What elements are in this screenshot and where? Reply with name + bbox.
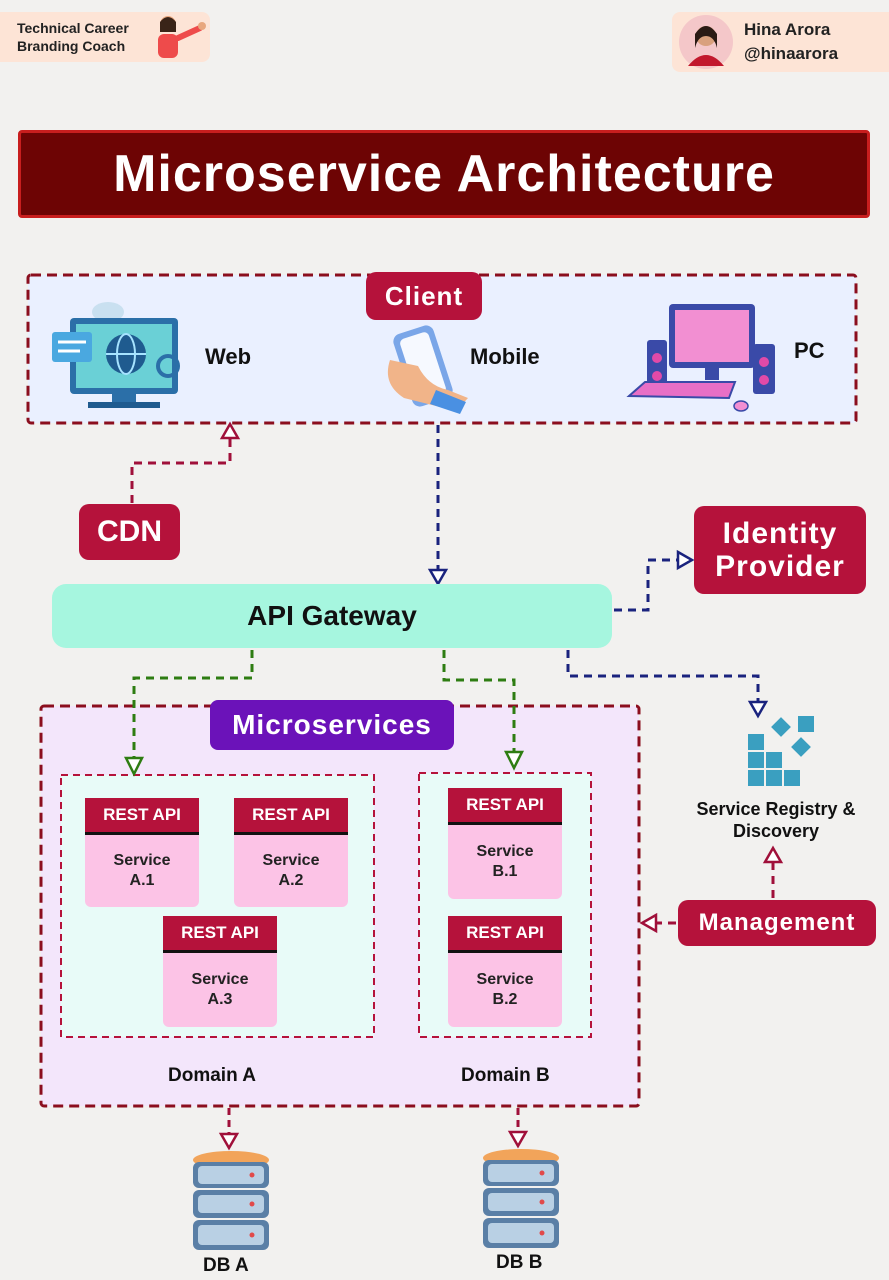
rest-api-label: REST API [448,916,562,953]
service-name: Service [262,852,320,869]
api-gateway-block: API Gateway [52,584,612,648]
gateway-to-domain-a-arrow [132,650,254,758]
domain-b-label: Domain B [461,1065,550,1086]
client-label: Client [366,272,482,320]
service-id: B.2 [492,991,518,1008]
pc-label: PC [794,338,825,363]
identity-provider-block: Identity Provider [694,506,866,594]
service-name: Service [113,852,171,869]
coach-badge: Technical Career Branding Coach [0,12,210,62]
db-a-label: DB A [203,1255,249,1276]
author-badge: Hina Arora @hinaarora [672,12,889,72]
title-banner: Microservice Architecture [18,130,870,218]
service-id: A.1 [129,872,155,889]
author-handle: @hinaarora [744,44,839,63]
registry-blocks-icon [748,716,814,786]
service-registry-line-1: Service Registry & [696,799,856,819]
cdn-to-client-arrow [130,428,232,503]
service-card-b2: REST API Service B.2 [448,916,562,1027]
author-name: Hina Arora [744,20,831,39]
service-id: A.3 [207,991,233,1008]
desktop-pc-icon [626,304,775,412]
rest-api-label: REST API [234,798,348,835]
rest-api-label: REST API [448,788,562,825]
gateway-to-identity-arrow [614,558,678,612]
service-card-b1: REST API Service B.1 [448,788,562,899]
service-card-a1: REST API Service A.1 [85,798,199,907]
mobile-label: Mobile [470,344,540,369]
service-id: A.2 [278,872,304,889]
coach-line-1: Technical Career [17,20,129,36]
db-b-icon [483,1149,559,1248]
gateway-to-domain-b-arrow [442,650,516,752]
web-globe-monitor-icon [52,302,180,408]
microservices-label: Microservices [210,700,454,750]
service-registry-line-2: Discovery [732,821,820,841]
mobile-phone-hand-icon [387,325,468,414]
service-id: B.1 [492,863,518,880]
gateway-to-registry-arrow [566,650,760,702]
identity-provider-line-1: Identity [722,517,838,550]
service-name: Service [476,971,534,988]
coach-line-2: Branding Coach [17,38,126,54]
management-block: Management [678,900,876,946]
web-label: Web [205,344,252,369]
rest-api-label: REST API [85,798,199,835]
cdn-block: CDN [79,504,180,560]
domain-a-label: Domain A [168,1065,256,1086]
service-card-a2: REST API Service A.2 [234,798,348,907]
identity-provider-line-2: Provider [715,550,845,583]
page-title: Microservice Architecture [113,145,775,203]
service-card-a3: REST API Service A.3 [163,916,277,1027]
service-registry-label: Service Registry & Discovery [676,798,876,842]
db-b-label: DB B [496,1252,543,1273]
coach-avatar-icon [158,16,206,58]
db-a-icon [193,1151,269,1250]
service-name: Service [476,843,534,860]
service-name: Service [191,971,249,988]
rest-api-label: REST API [163,916,277,953]
author-avatar [679,15,733,69]
